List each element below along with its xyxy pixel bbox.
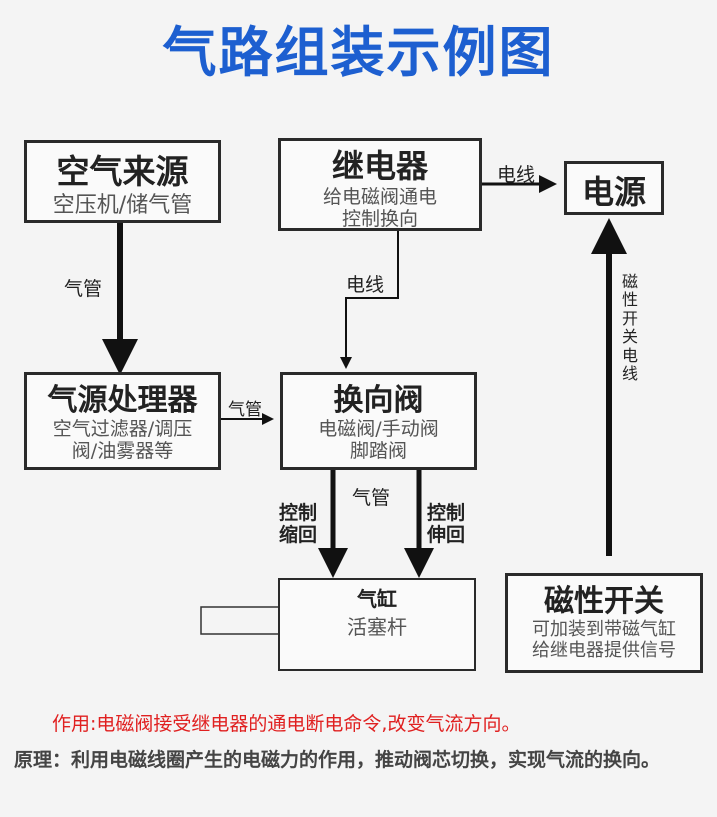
- label-wire-2: 电线: [497, 164, 536, 186]
- label-wire-1: 电线: [346, 274, 385, 296]
- label-air-pipe-1: 气管: [64, 278, 103, 300]
- label-control-extend: 控制 伸回: [427, 502, 466, 546]
- label-magnetic-switch-wire: 磁 性 开 关 电 线: [621, 272, 638, 383]
- box-air-source: 空气来源 空压机/储气管: [24, 140, 221, 223]
- box-relay: 继电器 给电磁阀通电 控制换向: [278, 138, 482, 231]
- valve-title: 换向阀: [333, 383, 424, 418]
- cylinder-title: 气缸: [357, 587, 397, 611]
- label-air-pipe-2: 气管: [228, 400, 262, 420]
- relay-sub-2: 控制换向: [341, 207, 418, 230]
- valve-sub-2: 脚踏阀: [349, 439, 407, 462]
- box-magnetic-switch: 磁性开关 可加装到带磁气缸 给继电器提供信号: [505, 573, 703, 673]
- switch-title: 磁性开关: [544, 584, 664, 619]
- box-power: 电源: [564, 161, 664, 215]
- label-air-pipe-3: 气管: [352, 487, 391, 509]
- relay-sub-1: 给电磁阀通电: [322, 186, 437, 208]
- power-title: 电源: [581, 173, 646, 211]
- switch-sub-1: 可加装到带磁气缸: [532, 619, 676, 640]
- air-source-title: 空气来源: [56, 152, 189, 191]
- page-title: 气路组装示例图: [162, 21, 555, 84]
- box-air-treatment: 气源处理器 空气过滤器/调压 阀/油雾器等: [24, 372, 221, 470]
- treatment-sub-1: 空气过滤器/调压: [52, 418, 193, 440]
- air-source-sub: 空压机/储气管: [52, 193, 193, 218]
- principle-note: 原理：利用电磁线圈产生的电磁力的作用，推动阀芯切换，实现气流的换向。: [14, 749, 661, 771]
- relay-title: 继电器: [331, 147, 428, 185]
- box-cylinder: 气缸 活塞杆: [278, 578, 476, 671]
- function-note: 作用:电磁阀接受继电器的通电断电命令,改变气流方向。: [52, 713, 521, 735]
- box-directional-valve: 换向阀 电磁阀/手动阀 脚踏阀: [280, 372, 477, 470]
- treatment-title: 气源处理器: [47, 383, 198, 418]
- label-control-retract: 控制 缩回: [279, 502, 318, 546]
- arrow-relay-to-valve: [340, 231, 399, 369]
- valve-sub-1: 电磁阀/手动阀: [318, 418, 439, 440]
- treatment-sub-2: 阀/油雾器等: [71, 439, 174, 462]
- piston-rod-label: 活塞杆: [347, 615, 407, 639]
- switch-sub-2: 给继电器提供信号: [532, 639, 676, 661]
